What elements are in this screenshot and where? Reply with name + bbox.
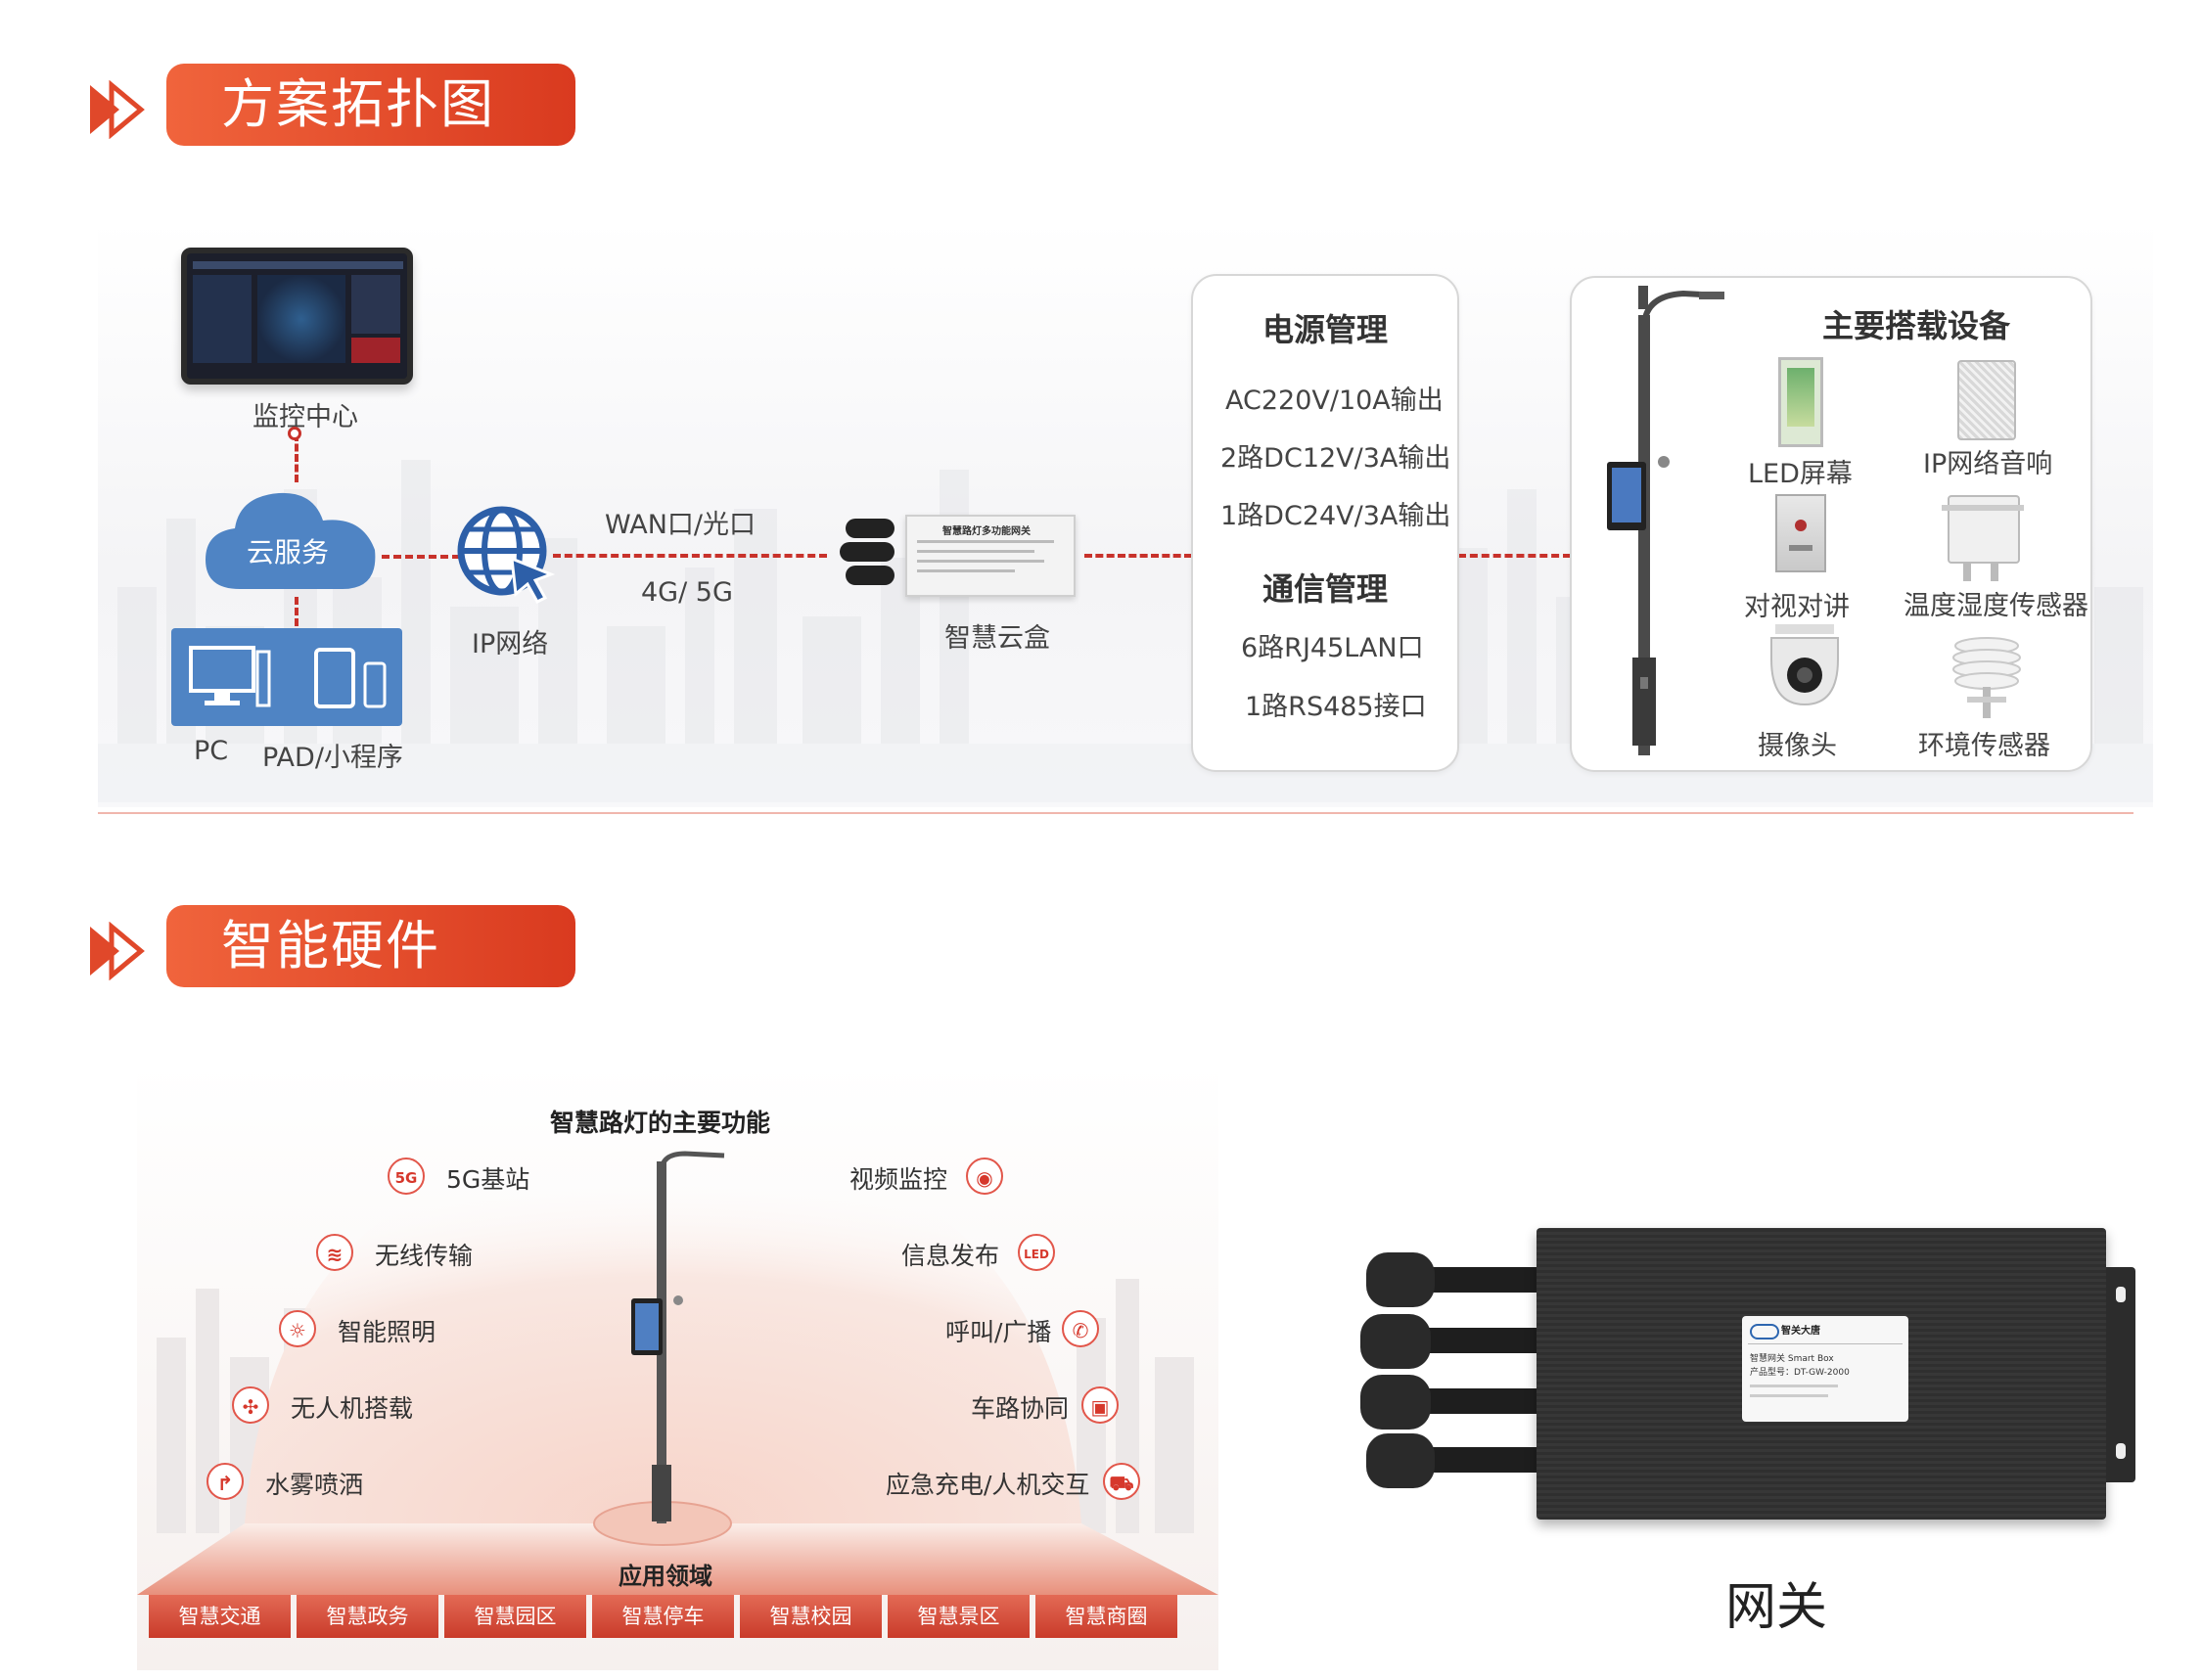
application-cell: 智慧园区 xyxy=(444,1595,586,1638)
mobile-network-label: 4G/ 5G xyxy=(641,577,733,608)
section-arrow-icon xyxy=(90,922,145,980)
application-cell: 智慧交通 xyxy=(149,1595,291,1638)
ip-network-label: IP网络 xyxy=(472,629,549,659)
tablet-phone-icon xyxy=(314,648,387,708)
functions-diagram xyxy=(137,1064,1218,1670)
section-title-hardware: 智能硬件 xyxy=(166,905,575,987)
led-display-icon: LED xyxy=(1018,1234,1055,1271)
application-cell: 智慧校园 xyxy=(740,1595,882,1638)
function-item-right: 车路协同 xyxy=(971,1394,1070,1423)
application-cell: 智慧景区 xyxy=(888,1595,1030,1638)
gateway-brand: 智关大唐 xyxy=(1781,1326,1820,1337)
application-cell: 智慧商圈 xyxy=(1035,1595,1177,1638)
camera-dome-icon xyxy=(1770,624,1839,706)
device-label: 摄像头 xyxy=(1758,731,1837,761)
wan-label: WAN口/光口 xyxy=(605,510,756,540)
connector-power-devices xyxy=(1458,554,1571,558)
function-item-right: 应急充电/人机交互 xyxy=(886,1471,1090,1499)
light-bulb-icon: ☼ xyxy=(279,1310,316,1347)
gateway-product: 智关大唐 智慧网关 Smart Box 产品型号：DT-GW-2000 xyxy=(1360,1228,2143,1521)
power-line: 1路DC24V/3A输出 xyxy=(1220,501,1451,531)
comm-line: 1路RS485接口 xyxy=(1245,692,1427,722)
section-title-topology: 方案拓扑图 xyxy=(166,64,575,146)
cloud-label: 云服务 xyxy=(247,536,330,568)
environment-sensor-icon xyxy=(1952,637,2021,718)
pad-label: PAD/小程序 xyxy=(262,743,403,773)
cctv-icon: ◉ xyxy=(966,1158,1003,1195)
comm-title: 通信管理 xyxy=(1262,570,1389,608)
power-line: 2路DC12V/3A输出 xyxy=(1220,443,1451,474)
power-title: 电源管理 xyxy=(1262,311,1389,348)
function-item-left: 水雾喷洒 xyxy=(265,1471,364,1499)
section-divider xyxy=(98,812,2133,814)
cloudbox-device-label: 智慧路灯多功能网关 xyxy=(942,526,1031,537)
connector-monitor-cloud xyxy=(295,433,298,482)
pc-monitor-icon xyxy=(189,646,271,707)
cloudbox-label: 智慧云盒 xyxy=(944,623,1050,654)
led-screen-icon xyxy=(1778,357,1823,447)
power-line: AC220V/10A输出 xyxy=(1225,386,1444,416)
gateway-label-line2: 产品型号：DT-GW-2000 xyxy=(1750,1368,1850,1378)
broadcast-icon: ✆ xyxy=(1062,1310,1099,1347)
temp-humidity-sensor-icon xyxy=(1942,495,2024,581)
intercom-icon xyxy=(1775,494,1826,572)
wifi-icon: ≋ xyxy=(316,1234,353,1271)
application-title: 应用领域 xyxy=(619,1563,712,1590)
gateway-label-sticker: 智关大唐 智慧网关 Smart Box 产品型号：DT-GW-2000 xyxy=(1742,1316,1908,1422)
connector-ip-cloudbox xyxy=(553,554,827,558)
sprinkler-icon: ↱ xyxy=(206,1463,244,1500)
functions-background-art xyxy=(137,1132,1218,1595)
functions-title: 智慧路灯的主要功能 xyxy=(550,1109,771,1137)
function-item-right: 呼叫/广播 xyxy=(945,1318,1052,1346)
device-label: 对视对讲 xyxy=(1744,592,1850,622)
function-item-left: 5G基站 xyxy=(446,1165,530,1194)
function-item-left: 无线传输 xyxy=(375,1242,474,1270)
function-item-left: 无人机搭载 xyxy=(291,1394,414,1423)
section-arrow-icon xyxy=(90,80,145,139)
function-item-left: 智能照明 xyxy=(338,1318,436,1346)
drone-icon: ✣ xyxy=(232,1386,269,1424)
device-label: 温度湿度传感器 xyxy=(1904,591,2088,621)
cloudbox-device: 智慧路灯多功能网关 xyxy=(905,515,1076,597)
monitor-screen xyxy=(181,248,413,385)
application-cell: 智慧停车 xyxy=(592,1595,734,1638)
power-comm-card xyxy=(1191,274,1459,772)
globe-network-icon xyxy=(457,506,556,604)
device-label: 环境传感器 xyxy=(1918,731,2050,761)
charging-car-icon: ⛟ xyxy=(1103,1463,1140,1500)
comm-line: 6路RJ45LAN口 xyxy=(1241,633,1424,663)
client-devices-panel xyxy=(171,628,402,726)
function-item-right: 信息发布 xyxy=(901,1242,1000,1270)
5g-icon: 5G xyxy=(388,1158,425,1195)
pc-label: PC xyxy=(194,736,229,766)
gateway-caption: 网关 xyxy=(1725,1578,1828,1637)
devices-title: 主要搭载设备 xyxy=(1822,307,2011,344)
device-label: IP网络音响 xyxy=(1923,449,2053,479)
function-item-right: 视频监控 xyxy=(849,1165,948,1194)
monitor-center-label: 监控中心 xyxy=(252,402,358,432)
application-cell: 智慧政务 xyxy=(297,1595,438,1638)
device-label: LED屏幕 xyxy=(1748,459,1853,489)
cloudbox-connectors xyxy=(840,519,908,587)
cloud-icon xyxy=(206,492,376,589)
gateway-label-line1: 智慧网关 Smart Box xyxy=(1750,1354,1834,1364)
street-lamp-pole-icon xyxy=(1607,286,1724,755)
connector-cloud-ip xyxy=(382,555,460,559)
connector-cloud-pc xyxy=(295,597,298,626)
connector-cloudbox-power xyxy=(1084,554,1192,558)
vehicle-road-icon: ▣ xyxy=(1081,1386,1119,1424)
connector-dot-icon xyxy=(288,427,301,440)
ip-speaker-icon xyxy=(1957,360,2016,440)
